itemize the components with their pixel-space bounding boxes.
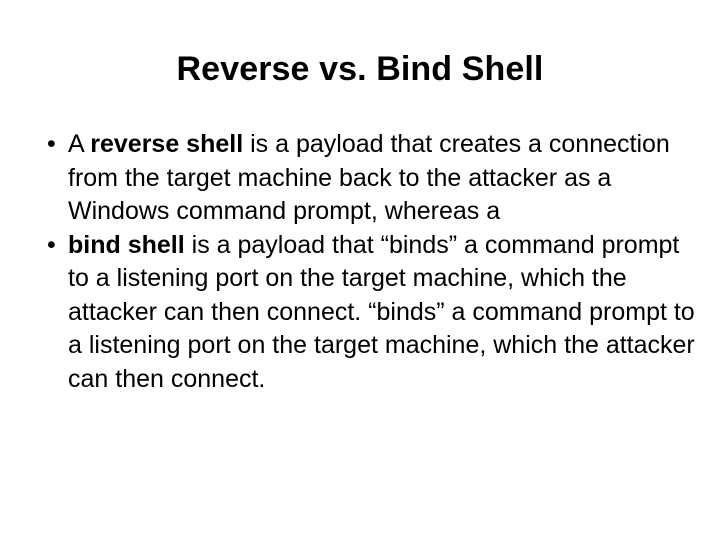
bullet-list: • A reverse shell is a payload that crea… [36,128,696,396]
bullet-text-bind-shell: bind shell is a payload that “binds” a c… [68,229,696,397]
slide-body: • A reverse shell is a payload that crea… [36,128,696,396]
bullet-point-icon: • [47,230,56,259]
page-title: Reverse vs. Bind Shell [176,50,544,88]
bullet-point-icon: • [47,130,56,158]
bullet-segment: is a payload that “binds” a command prom… [68,230,695,393]
bullet-segment-emphasis: bind shell [68,230,185,259]
bullet-segment-emphasis: reverse shell [90,130,244,158]
list-item: • bind shell is a payload that “binds” a… [36,229,696,397]
bullet-text-reverse-shell: A reverse shell is a payload that create… [68,128,696,229]
bullet-segment: is a payload that creates a connection f… [68,130,670,225]
list-item: • A reverse shell is a payload that crea… [36,128,696,229]
bullet-segment: A [68,130,91,158]
